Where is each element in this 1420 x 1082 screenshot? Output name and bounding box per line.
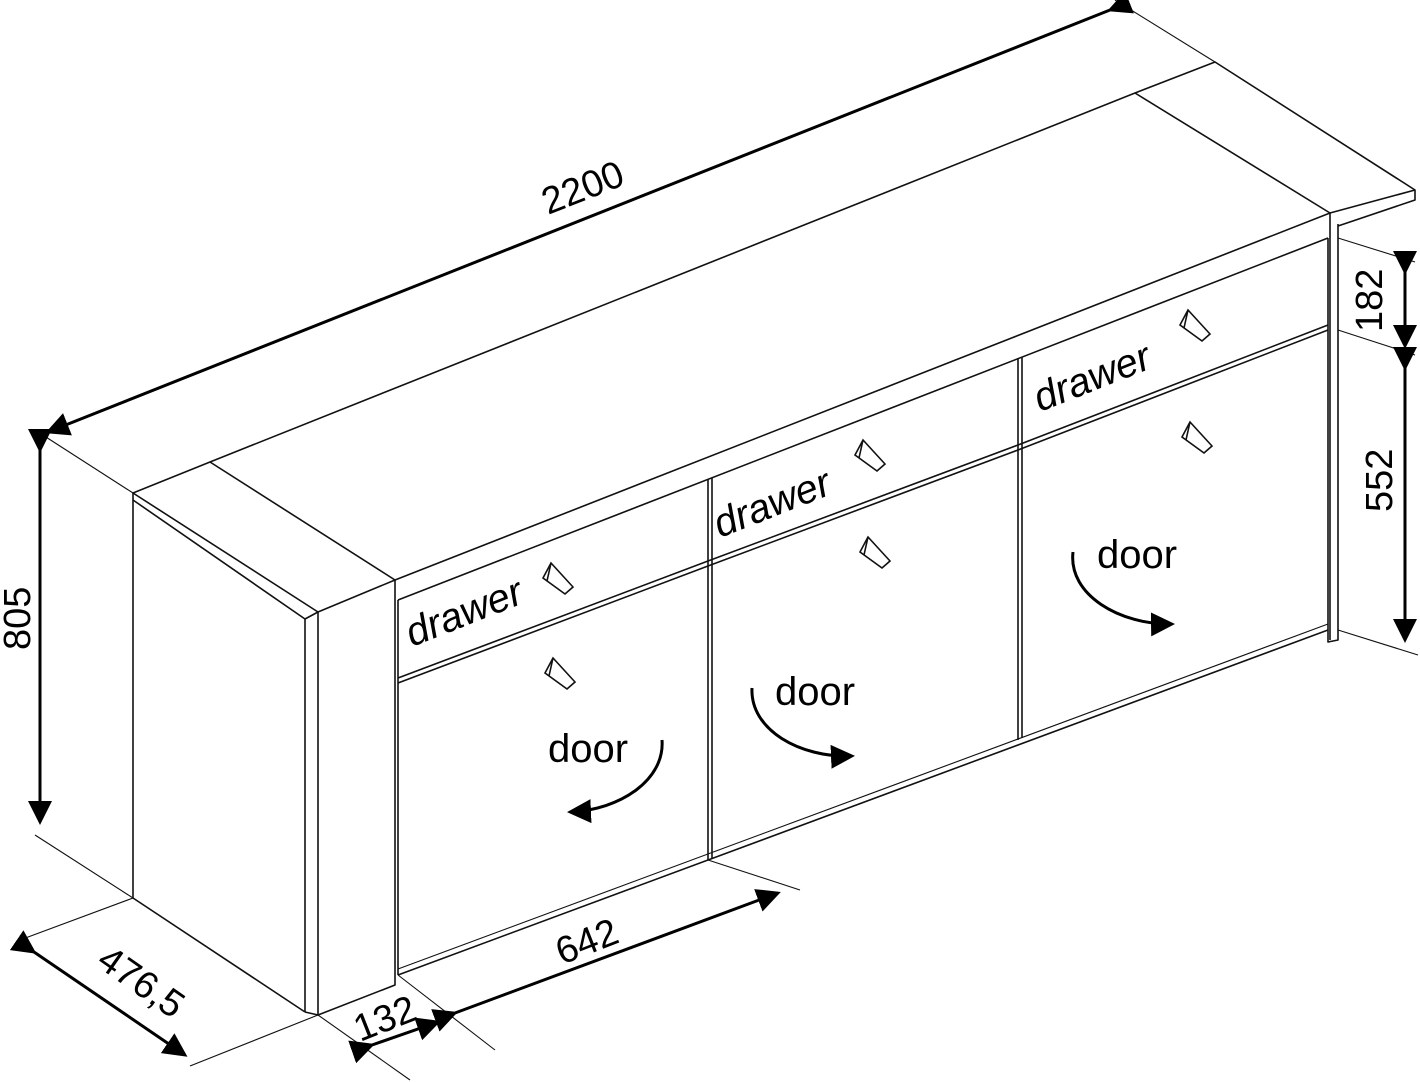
drawer-bottom-mid [707,449,1019,567]
handles [541,308,1214,691]
dim-label-642: 642 [550,911,624,973]
drawer-handle-icon [541,561,575,596]
cabinet-outline [132,61,1416,1016]
front-bottom-edge [397,629,1329,976]
door-swing-arrow-left-icon [567,739,664,824]
door-handle-icon [543,656,577,691]
front-bottom-inner [397,623,1329,970]
dim-arrow-132 [348,1017,441,1064]
right-block-top-edge [1329,189,1416,214]
right-block-seam [1134,92,1331,214]
left-block-front [317,580,396,1016]
dim-label-805: 805 [0,587,39,650]
dim-label-182: 182 [1349,269,1391,332]
dim-label-552: 552 [1359,449,1401,512]
door-swing-arrow-middle-icon [750,687,855,769]
drawer-bottom-left [397,565,709,684]
door-label-middle: door [775,670,855,714]
left-foot [304,1011,319,1016]
extension-lines [19,0,1419,1081]
dim-label-132: 132 [348,988,422,1050]
left-side-bottom [132,897,306,1013]
door-label-right: door [1097,533,1177,577]
left-top-edge [132,493,319,620]
door-swing-arrow-right-icon [1071,551,1175,637]
dim-label-476-5: 476,5 [90,938,192,1027]
top-front-edge [394,212,1331,581]
dim-arrow-642 [431,889,781,1032]
top-back-edge [209,61,1416,463]
dim-arrow-476-5 [9,930,188,1057]
drawer-handle-icon [1178,308,1212,343]
door-handle-icon [1180,420,1214,455]
left-block-top [132,461,396,613]
dim-arrow-2200 [45,0,1134,436]
door-label-left: door [548,727,628,771]
drawer-bottom-left-inner [397,560,709,679]
drawer-handle-icon [853,438,887,473]
drawer-label-middle: drawer [707,460,838,546]
drawer-label-left: drawer [399,569,530,655]
dim-label-2200: 2200 [536,153,630,223]
drawer-bottom-mid-inner [707,444,1019,562]
right-foot [1327,630,1339,643]
door-handle-icon [858,535,892,570]
